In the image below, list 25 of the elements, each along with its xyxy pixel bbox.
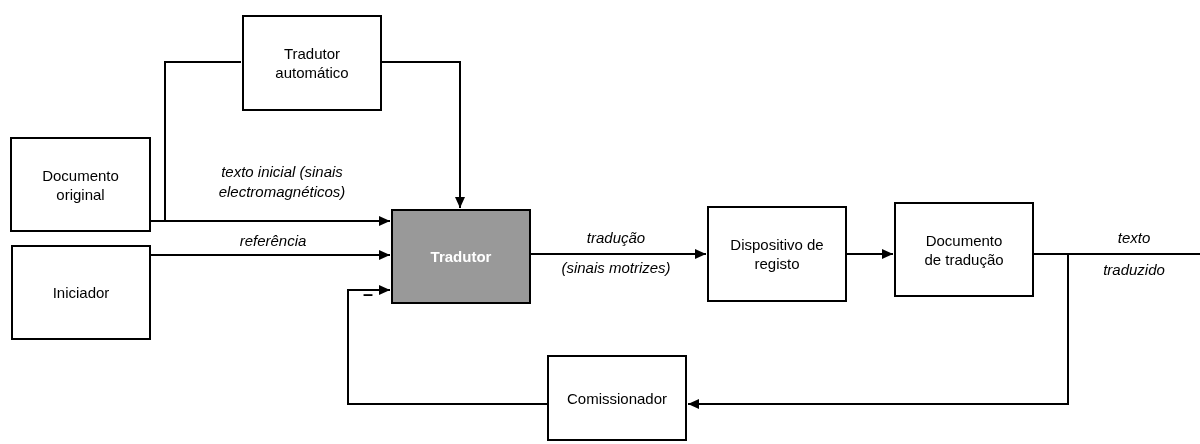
box-label: Tradutor automático [274, 44, 350, 82]
box-label: Dispositivo de registo [729, 235, 825, 273]
process-box [10, 137, 151, 232]
arrow [687, 253, 1069, 409]
minus-sign: – [363, 284, 373, 304]
signal-label: (sinais motrizes) [561, 258, 671, 278]
process-box [11, 245, 151, 340]
arrow [347, 285, 548, 405]
process-box [894, 202, 1034, 297]
arrow [150, 250, 391, 260]
box-label: Tradutor [429, 247, 493, 266]
arrow [381, 61, 465, 209]
process-box [707, 206, 847, 302]
arrow [530, 249, 707, 259]
signal-label: traduzido [1103, 260, 1165, 280]
box-label: Documento original [41, 165, 120, 204]
box-label: Iniciador [51, 283, 111, 302]
process-box [242, 15, 382, 111]
arrow [846, 249, 894, 259]
process-box [547, 355, 687, 441]
connector-line [150, 61, 242, 222]
box-label: Comissionador [566, 388, 669, 408]
process-box [391, 209, 531, 304]
box-label: Documento de tradução [923, 230, 1005, 269]
connector-line [1033, 253, 1200, 255]
